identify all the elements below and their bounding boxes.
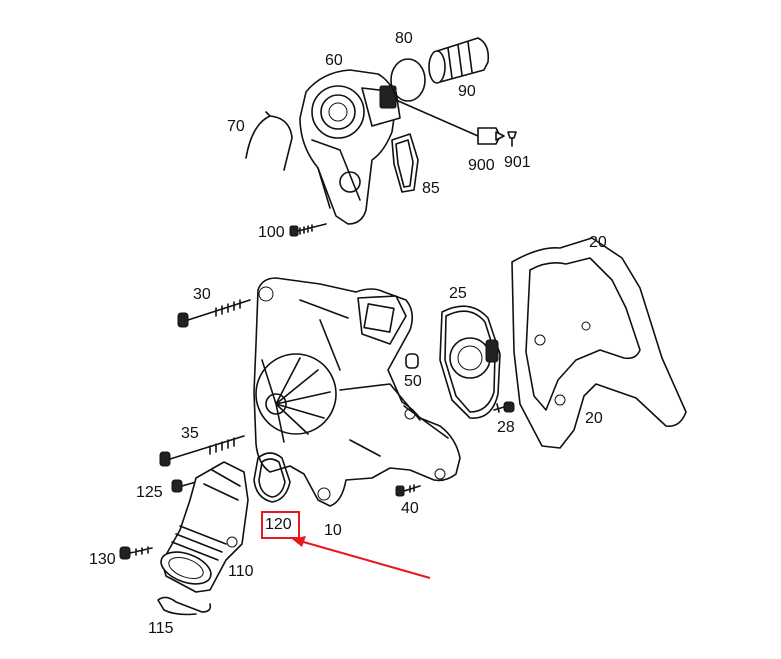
gasket-20 [511, 237, 687, 449]
label-125: 125 [136, 484, 163, 501]
label-28: 28 [497, 419, 515, 436]
elbow-110 [160, 461, 249, 593]
label-30: 30 [193, 286, 211, 303]
bolt-40 [395, 484, 421, 497]
thermostat-insert-90 [428, 37, 490, 84]
label-90: 90 [458, 83, 476, 100]
bolt-125 [171, 479, 197, 493]
label-60: 60 [325, 52, 343, 69]
label-25: 25 [449, 285, 467, 302]
cover-25 [439, 305, 501, 419]
label-10: 10 [324, 522, 342, 539]
o-ring-120 [253, 452, 291, 503]
clip-70 [245, 111, 293, 171]
screw-901 [507, 131, 517, 147]
label-35: 35 [181, 425, 199, 442]
clip-115 [157, 596, 212, 616]
water-pump-10 [253, 277, 461, 507]
bolt-130 [119, 546, 153, 560]
label-120: 120 [265, 516, 292, 533]
bolt-35 [159, 435, 245, 467]
highlight-arrow [299, 540, 431, 579]
label-100: 100 [258, 224, 285, 241]
label-901: 901 [504, 154, 531, 171]
label-115: 115 [148, 620, 174, 637]
screw-28 [493, 401, 515, 413]
highlight-arrowhead [292, 536, 306, 547]
label-85: 85 [422, 180, 440, 197]
label-110: 110 [228, 563, 254, 580]
sensor-900 [477, 127, 505, 145]
gasket-hole [534, 334, 546, 346]
label-40: 40 [401, 500, 419, 517]
sleeve-50 [405, 353, 419, 369]
gasket-hole [581, 321, 591, 331]
bolt-100 [289, 223, 327, 237]
bolt-30 [177, 299, 251, 328]
gasket-85 [391, 133, 419, 193]
label-70: 70 [227, 118, 245, 135]
thermostat-housing-60 [299, 69, 479, 225]
label-80: 80 [395, 30, 413, 47]
gasket-hole [554, 394, 566, 406]
label-900: 900 [468, 157, 495, 174]
label-50: 50 [404, 373, 422, 390]
o-ring-80 [390, 58, 426, 102]
label-130: 130 [89, 551, 116, 568]
highlight-box [261, 511, 300, 539]
label-20: 20 [585, 410, 603, 427]
label-20-top: 20 [589, 234, 607, 251]
